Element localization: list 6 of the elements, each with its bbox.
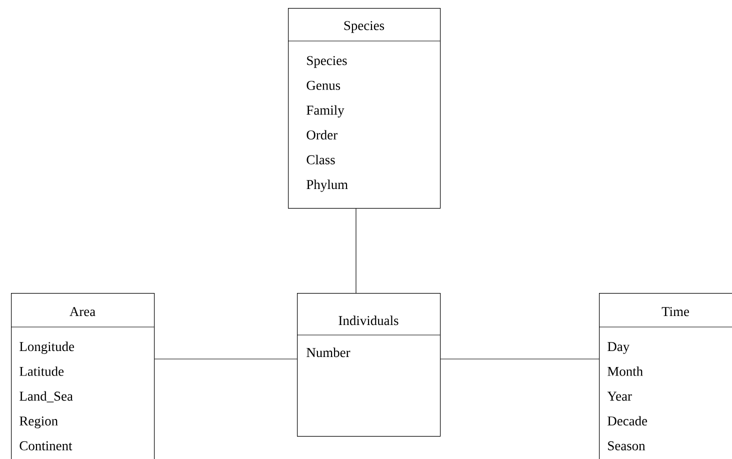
connector-line (440, 358, 600, 360)
class-box: Time Day Month Year Decade Season (598, 293, 732, 459)
connector-line (154, 358, 298, 360)
class-box: Species Species Genus Family Order Class Phylum (288, 8, 441, 209)
class-box: Individuals Number (296, 293, 441, 437)
class-box: Area Longitude Latitude Land_Sea Region Continent (10, 293, 155, 459)
